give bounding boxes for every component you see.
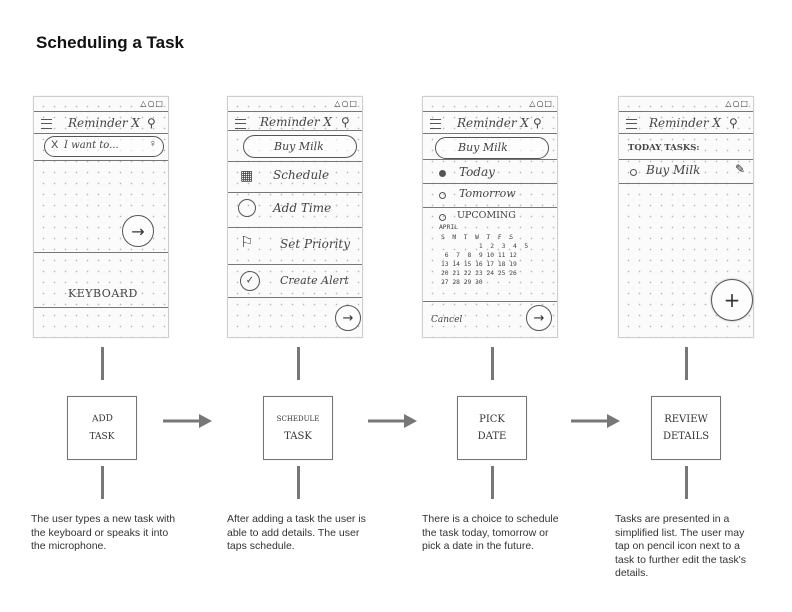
add-task-button[interactable]: + xyxy=(711,279,753,321)
flag-icon: ⚐ xyxy=(240,234,254,251)
section-heading: TODAY TASKS: xyxy=(628,143,700,153)
calendar-row[interactable]: 1 2 3 4 5 xyxy=(441,243,529,250)
connector-line xyxy=(491,466,494,499)
step-card-line: PICK xyxy=(479,414,505,425)
status-icons: △○□ xyxy=(529,99,553,108)
option-add-time[interactable]: Add Time xyxy=(273,201,332,215)
app-header-title: Reminder X xyxy=(457,116,529,130)
wireframe-add-task: △○□ Reminder X ⚲ X I want to... ♀ → KEYB… xyxy=(33,96,169,338)
input-value: Buy Milk xyxy=(458,141,508,154)
wireframe-review-details: △○□ Reminder X ⚲ TODAY TASKS: Buy Milk ✎… xyxy=(618,96,754,338)
step-description: The user types a new task with the keybo… xyxy=(31,513,176,552)
menu-icon[interactable] xyxy=(41,119,52,129)
search-icon[interactable]: ⚲ xyxy=(341,115,350,129)
status-icons: △○□ xyxy=(140,99,164,108)
calendar-weekdays: S M T W T F S xyxy=(441,234,514,241)
task-input[interactable]: X I want to... ♀ xyxy=(44,136,164,157)
search-icon[interactable]: ⚲ xyxy=(533,116,542,130)
task-name: Buy Milk xyxy=(646,163,701,177)
radio-tomorrow[interactable] xyxy=(439,192,446,199)
flow-arrow xyxy=(163,414,212,428)
calendar-row[interactable]: 6 7 8 9 10 11 12 xyxy=(441,252,517,259)
keyboard-placeholder: KEYBOARD xyxy=(68,287,138,300)
calendar-month: APRIL xyxy=(439,224,458,231)
next-arrow-button[interactable]: → xyxy=(335,305,361,331)
radio-today[interactable] xyxy=(439,170,446,177)
calendar-row[interactable]: 20 21 22 23 24 25 26 xyxy=(441,270,517,277)
confirm-arrow-button[interactable]: → xyxy=(526,305,552,331)
connector-line xyxy=(101,347,104,380)
step-card-line: ADD xyxy=(91,413,113,425)
step-card-schedule-task: SCHEDULE TASK xyxy=(263,396,333,460)
step-card-line: TASK xyxy=(284,430,312,442)
pencil-icon[interactable]: ✎ xyxy=(735,162,746,176)
connector-line xyxy=(491,347,494,380)
connector-line xyxy=(685,347,688,380)
step-card-review-details: REVIEW DETAILS xyxy=(651,396,721,460)
step-card-line: TASK xyxy=(89,432,115,442)
search-icon[interactable]: ⚲ xyxy=(729,116,738,130)
step-card-line: REVIEW xyxy=(664,414,708,425)
option-tomorrow[interactable]: Tomorrow xyxy=(459,187,516,200)
step-card-line: DETAILS xyxy=(662,431,710,442)
app-header-title: Reminder X xyxy=(649,116,721,130)
cancel-button[interactable]: Cancel xyxy=(431,315,463,325)
flow-arrow xyxy=(571,414,620,428)
task-input[interactable]: Buy Milk xyxy=(243,135,357,158)
option-today[interactable]: Today xyxy=(459,165,495,179)
menu-icon[interactable] xyxy=(626,119,637,129)
step-description: There is a choice to schedule the task t… xyxy=(422,513,559,552)
step-card-line: SCHEDULE xyxy=(276,414,320,423)
option-upcoming[interactable]: UPCOMING xyxy=(457,210,516,221)
input-value: Buy Milk xyxy=(274,140,324,153)
calendar-icon: ▦ xyxy=(240,167,254,183)
status-icons: △○□ xyxy=(334,99,358,108)
option-create-alert[interactable]: Create Alert xyxy=(280,274,349,287)
radio-upcoming[interactable] xyxy=(439,214,446,221)
step-card-line: DATE xyxy=(477,431,507,442)
clock-icon xyxy=(238,199,256,217)
input-placeholder: I want to... xyxy=(64,140,119,151)
search-icon[interactable]: ⚲ xyxy=(147,116,156,130)
option-schedule[interactable]: Schedule xyxy=(273,168,330,182)
step-card-pick-date: PICK DATE xyxy=(457,396,527,460)
status-icons: △○□ xyxy=(725,99,749,108)
step-description: After adding a task the user is able to … xyxy=(227,513,366,552)
connector-line xyxy=(101,466,104,499)
menu-icon[interactable] xyxy=(235,119,246,129)
menu-icon[interactable] xyxy=(430,119,441,129)
app-header-title: Reminder X xyxy=(260,115,332,129)
flow-arrow xyxy=(368,414,417,428)
wireframe-schedule-task: △○□ Reminder X ⚲ Buy Milk ▦ Schedule Add… xyxy=(227,96,363,338)
clear-icon[interactable]: X xyxy=(51,139,59,151)
microphone-icon[interactable]: ♀ xyxy=(148,138,157,150)
app-header-title: Reminder X xyxy=(68,116,140,130)
step-card-add-task: ADD TASK xyxy=(67,396,137,460)
task-checkbox[interactable] xyxy=(630,169,637,176)
alarm-clock-icon: ✓ xyxy=(240,271,260,291)
connector-line xyxy=(297,466,300,499)
wireframe-pick-date: △○□ Reminder X ⚲ Buy Milk Today Tomorrow… xyxy=(422,96,558,338)
connector-line xyxy=(297,347,300,380)
task-input[interactable]: Buy Milk xyxy=(435,137,549,159)
option-set-priority[interactable]: Set Priority xyxy=(280,237,351,251)
calendar-row[interactable]: 13 14 15 16 17 18 19 xyxy=(441,261,517,268)
calendar-row[interactable]: 27 28 29 30 xyxy=(441,279,483,286)
submit-arrow-button[interactable]: → xyxy=(122,215,154,247)
page-title: Scheduling a Task xyxy=(36,33,185,52)
step-description: Tasks are presented in a simplified list… xyxy=(615,513,746,579)
connector-line xyxy=(685,466,688,499)
